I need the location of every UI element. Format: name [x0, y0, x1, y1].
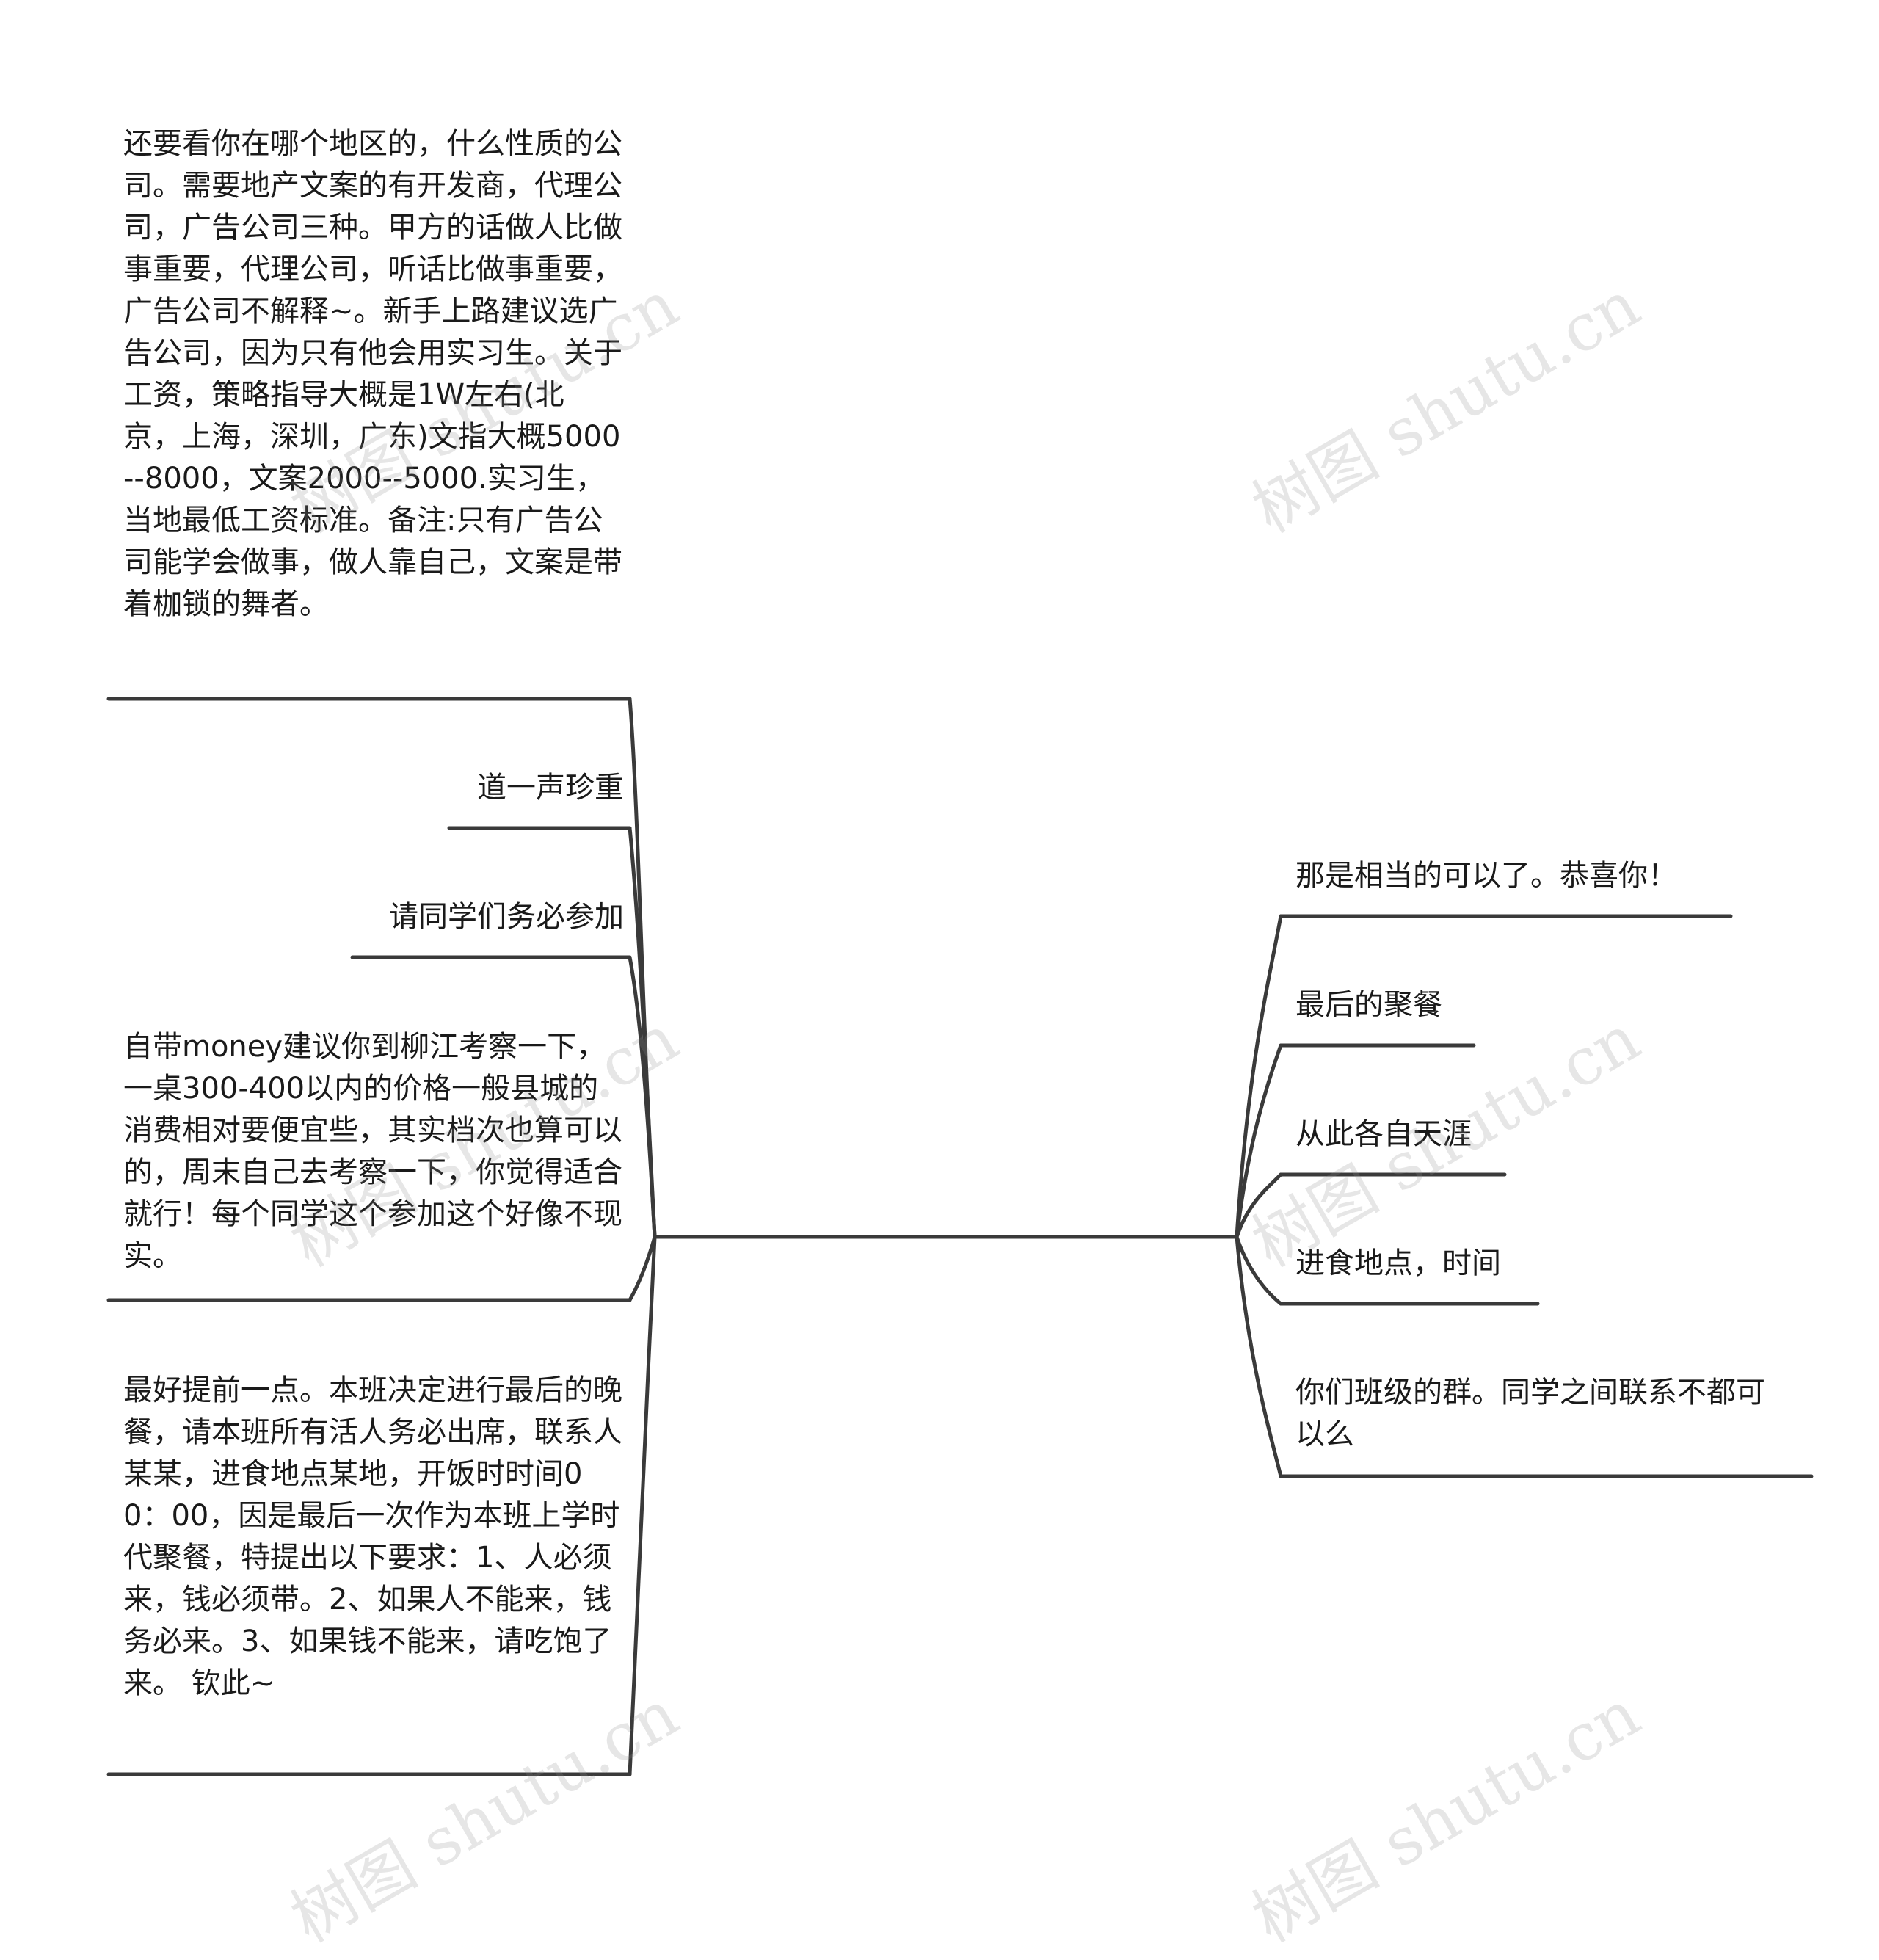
- right-node-4: 进食地点，时间: [1295, 1246, 1501, 1280]
- left-node-4: 自带money建议你到柳江考察一下，一桌300-400以内的价格一般县城的消费相…: [123, 1030, 622, 1273]
- right-node-2: 最后的聚餐: [1295, 988, 1442, 1022]
- left-node-5: 最好提前一点。本班决定进行最后的晚餐，请本班所有活人务必出席，联系人某某，进食地…: [123, 1373, 622, 1700]
- left-branch-4: [628, 1235, 657, 1302]
- right-node-5: 你们班级的群。同学之间联系不都可以么: [1295, 1376, 1765, 1451]
- left-branch-5: [628, 1235, 657, 1776]
- right-branch-5: [1235, 1235, 1283, 1478]
- right-node-1: 那是相当的可以了。恭喜你！: [1295, 859, 1677, 893]
- right-node-3: 从此各自天涯: [1295, 1117, 1472, 1151]
- right-branch-3: [1235, 1172, 1283, 1239]
- left-node-2: 道一声珍重: [477, 771, 624, 805]
- left-node-1: 还要看你在哪个地区的，什么性质的公司。需要地产文案的有开发商，代理公司，广告公司…: [123, 127, 622, 621]
- right-branch-2: [1235, 1043, 1283, 1239]
- mind-map: 还要看你在哪个地区的，什么性质的公司。需要地产文案的有开发商，代理公司，广告公司…: [106, 127, 1814, 1957]
- right-branch-1: [1235, 914, 1283, 1239]
- right-branch-4: [1235, 1235, 1283, 1306]
- left-node-3: 请同学们务必参加: [389, 900, 624, 934]
- connector-lines: [106, 697, 1814, 1776]
- left-branch-3: [628, 955, 657, 1239]
